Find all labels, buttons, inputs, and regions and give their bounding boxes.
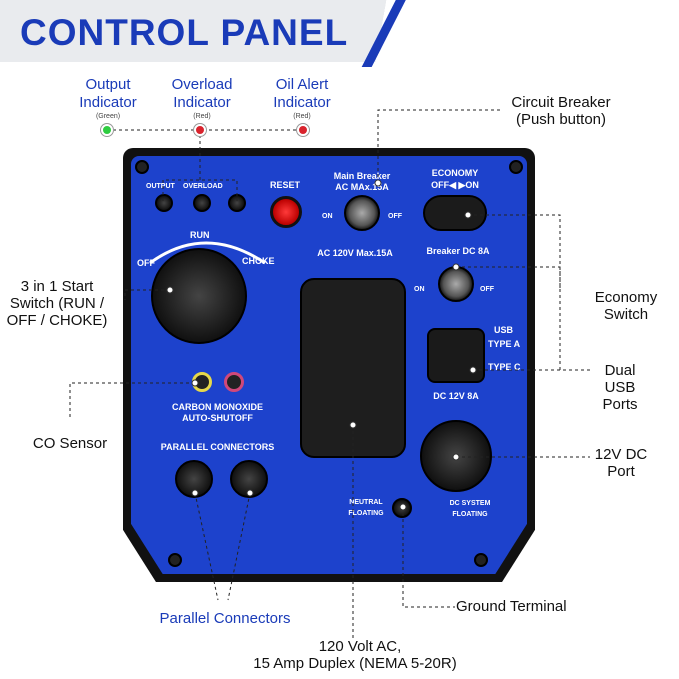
main-breaker-button[interactable] [344,195,380,231]
header-band [0,0,679,62]
on-text: ON [322,213,333,220]
page-title: CONTROL PANEL [20,12,349,53]
overload-text: OVERLOAD [183,183,223,190]
co-sensor-label: CO Sensor [32,435,108,452]
screw-icon [509,160,523,174]
reset-button[interactable] [270,196,302,228]
main-breaker-text: Main Breaker [333,171,391,181]
dc-port-label: 12V DC Port [594,446,648,480]
overload-indicator-light [193,194,211,212]
economy-switch-label: Economy Switch [594,289,658,323]
screw-icon [135,160,149,174]
overload-indicator-color: (Red) [193,113,211,120]
oil-alert-indicator-label: Oil Alert Indicator [273,76,331,111]
oil-alert-indicator-color: (Red) [293,113,311,120]
on-text: ON [414,286,425,293]
type-a-text: TYPE A [488,339,521,349]
output-text: OUTPUT [146,183,175,190]
off-text: OFF [388,213,402,220]
co-alert-light [224,372,244,392]
reset-text: RESET [269,180,300,190]
usb-text: USB [494,325,514,335]
run-arc [149,241,266,265]
ground-terminal-label: Ground Terminal [456,598,567,615]
overload-indicator-dot [194,124,206,136]
circuit-breaker-label: Circuit Breaker (Push button) [511,94,611,128]
screw-icon [474,553,488,567]
start-switch-label: 3 in 1 Start Switch (RUN / OFF / CHOKE) [6,278,108,329]
dc-rating-text: DC 12V 8A [433,391,479,401]
usb-ports-label: Dual USB Ports [602,362,638,413]
start-switch-knob[interactable] [151,248,247,344]
dc-breaker-button[interactable] [438,266,474,302]
output-indicator-label: Output Indicator [79,76,137,111]
ac-outlet-label-2: 15 Amp Duplex (NEMA 5-20R) [253,655,457,672]
output-indicator-dot [101,124,113,136]
type-c-text: TYPE C [488,362,521,372]
run-text: RUN [190,230,210,240]
screw-icon [168,553,182,567]
parallel-connectors-label: Parallel Connectors [159,610,291,627]
ac-outlet-label: 120 Volt AC, [318,638,402,655]
dc-system-text: DC SYSTEM FLOATING [449,500,491,518]
output-indicator-color: (Green) [95,113,121,120]
neutral-text: NEUTRAL FLOATING [348,499,384,517]
choke-text: CHOKE [242,256,275,266]
oil-alert-indicator-dot [297,124,309,136]
output-indicator-light [155,194,173,212]
usb-port-cover[interactable] [427,328,485,383]
overload-indicator-label: Overload Indicator [171,76,233,111]
co-text: CARBON MONOXIDE [171,402,263,412]
breaker-dc-text: Breaker DC 8A [426,246,490,256]
off-text: OFF [137,258,155,268]
parallel-text: PARALLEL CONNECTORS [160,442,275,452]
off-text: OFF [480,286,494,293]
ac-rating-text: AC 120V Max.15A [317,248,393,258]
economy-switch[interactable] [423,195,487,231]
economy-text: ECONOMY [431,168,479,178]
co-text-2: AUTO-SHUTOFF [182,413,253,423]
main-breaker-rating: AC MAx.15A [335,182,389,192]
economy-state: OFF◀ ▶ON [431,180,479,190]
